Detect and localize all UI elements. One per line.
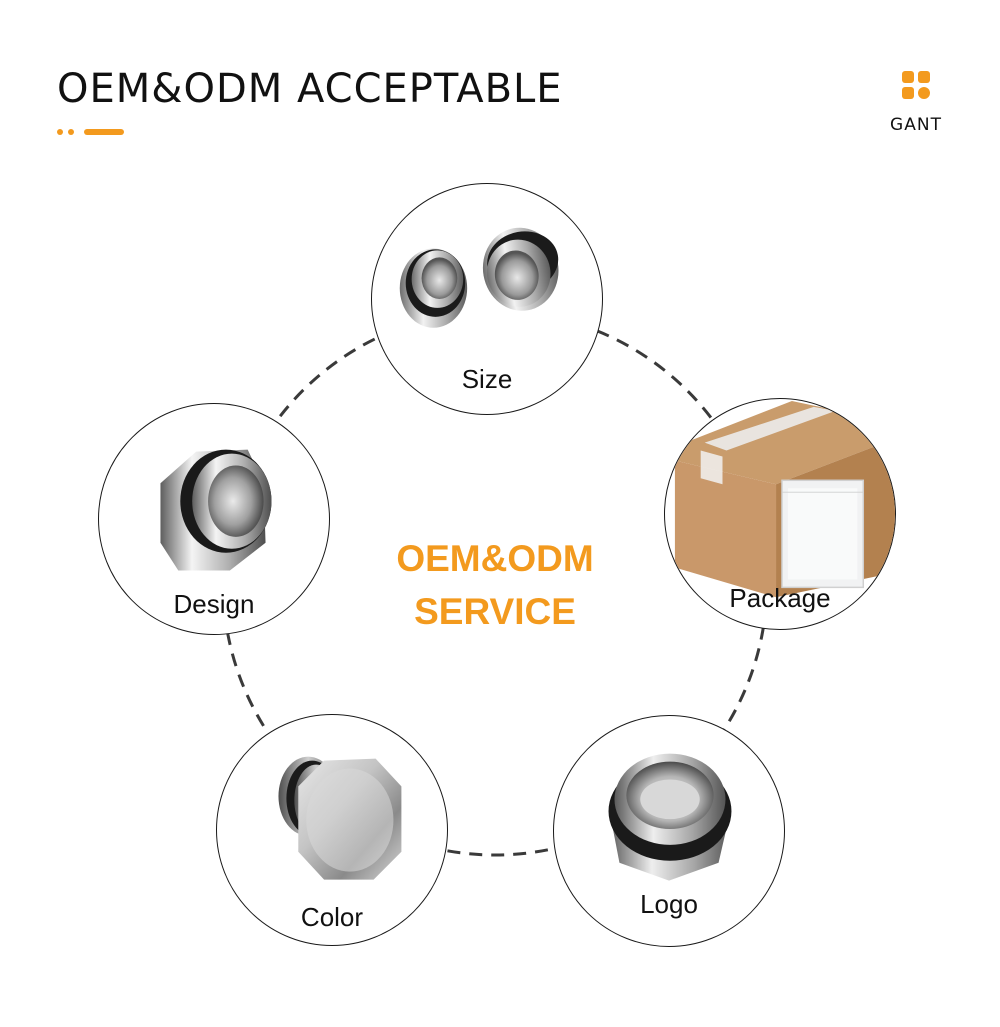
accent-bar — [84, 129, 124, 135]
node-design: Design — [98, 403, 330, 635]
node-package: Package — [664, 398, 896, 630]
node-design-label: Design — [173, 589, 255, 619]
hex-plug-top-view-photo — [608, 753, 732, 881]
node-logo: Logo — [553, 715, 785, 947]
node-color: Color — [216, 714, 448, 946]
accent-dot — [57, 129, 63, 135]
four-petal-logo-icon — [902, 71, 930, 99]
hex-plug-side-view-photo — [278, 756, 402, 880]
center-service-text: OEM&ODM SERVICE — [340, 532, 650, 638]
node-size-label: Size — [461, 364, 513, 394]
accent-dot — [68, 129, 74, 135]
node-package-label: Package — [729, 583, 831, 613]
carton-box-and-bag-photo — [674, 400, 895, 598]
two-hex-plugs-photo — [399, 227, 559, 328]
node-color-label: Color — [300, 902, 364, 932]
hex-plug-o-ring-photo — [160, 449, 272, 571]
brand: GANT — [884, 70, 948, 135]
center-line-2: SERVICE — [414, 591, 576, 632]
node-logo-label: Logo — [640, 889, 698, 919]
node-size: Size — [371, 183, 603, 415]
page-title: OEM&ODM ACCEPTABLE — [57, 66, 563, 112]
brand-name: GANT — [890, 115, 942, 135]
center-line-1: OEM&ODM — [396, 538, 594, 579]
